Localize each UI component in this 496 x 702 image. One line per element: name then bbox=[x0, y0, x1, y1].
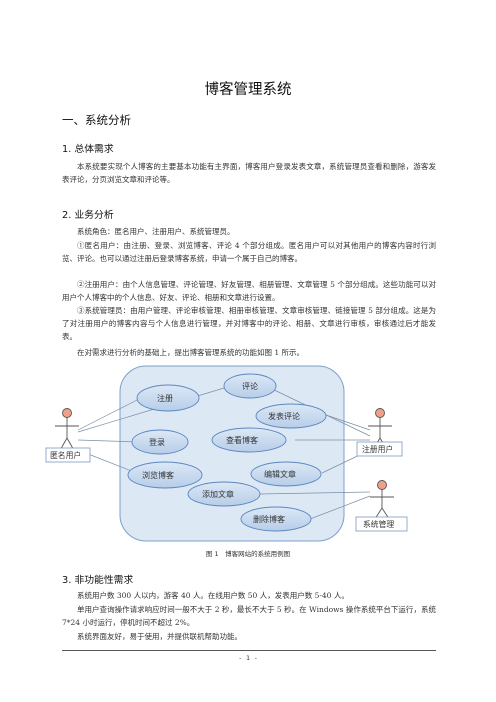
system-boundary bbox=[119, 365, 345, 542]
use-case-add-article: 添加文章 bbox=[187, 481, 261, 507]
paragraph-users: 系统用户数 300 人以内，游客 40 人。在线用户数 50 人，发表用户数 5… bbox=[77, 591, 349, 600]
use-case-browse-blog: 浏览博客 bbox=[127, 461, 203, 489]
subheading-business: 2. 业务分析 bbox=[62, 210, 114, 221]
use-case-delete-blog-label: 删除博客 bbox=[253, 514, 285, 524]
use-case-post-comment: 发表评论 bbox=[255, 403, 327, 429]
use-case-add-article-label: 添加文章 bbox=[202, 489, 234, 499]
actor-admin-label: 系统管理 bbox=[363, 519, 394, 529]
actor-registered-label-box bbox=[356, 441, 403, 457]
paragraph-admin: ③系统管理员：由用户管理、评论审核管理、相册审核管理、文章审核管理、链接管理 5… bbox=[62, 306, 436, 341]
actor-anonymous-label: 匿名用户 bbox=[50, 450, 81, 460]
use-case-edit-article-label: 编辑文章 bbox=[264, 469, 296, 479]
use-case-delete-blog: 删除博客 bbox=[240, 506, 312, 532]
use-case-comment: 评论 bbox=[223, 373, 277, 399]
actor-admin-icon bbox=[370, 480, 394, 523]
association-lines bbox=[77, 384, 371, 520]
actor-anonymous-icon bbox=[55, 408, 79, 455]
use-case-browse-blog-label: 浏览博客 bbox=[142, 470, 174, 480]
paragraph-response: 单用户查询操作请求响应时间一般不大于 2 秒，最长不大于 5 秒。在 Windo… bbox=[62, 605, 436, 627]
actor-registered-icon bbox=[368, 408, 392, 454]
paragraph-overall: 本系统要实现个人博客的主要基本功能有主界面，博客用户登录发表文章，系统管理员查看… bbox=[62, 162, 436, 184]
page-number: - 1 - bbox=[238, 654, 258, 662]
use-case-view-blog: 查看博客 bbox=[211, 427, 287, 453]
use-case-view-blog-label: 查看博客 bbox=[226, 435, 258, 445]
actor-registered-label: 注册用户 bbox=[362, 444, 393, 454]
subheading-overall: 1. 总体需求 bbox=[62, 144, 114, 155]
use-case-edit-article: 编辑文章 bbox=[250, 461, 322, 487]
use-case-register-label: 注册 bbox=[157, 393, 173, 403]
paragraph-roles: 系统角色：匿名用户、注册用户、系统管理员。 bbox=[77, 227, 235, 236]
use-case-comment-label: 评论 bbox=[242, 381, 258, 391]
figure-caption: 图 1 博客网站的系统用例图 bbox=[205, 550, 291, 558]
actor-admin-label-box bbox=[355, 516, 408, 532]
paragraph-figure-intro: 在对需求进行分析的基础上，提出博客管理系统的功能如图 1 所示。 bbox=[77, 348, 305, 357]
subheading-nonfunctional: 3. 非功能性需求 bbox=[62, 575, 134, 586]
footer-divider bbox=[62, 650, 436, 651]
use-case-login-label: 登录 bbox=[149, 437, 165, 447]
actor-anonymous-label-box bbox=[45, 447, 91, 463]
paragraph-anonymous: ①匿名用户：由注册、登录、浏览博客、评论 4 个部分组成。匿名用户可以对其他用户… bbox=[62, 241, 436, 263]
page-title: 博客管理系统 bbox=[204, 82, 292, 98]
paragraph-ui: 系统界面友好，易于使用，并提供联机帮助功能。 bbox=[77, 632, 242, 641]
paragraph-registered: ②注册用户：由个人信息管理、评论管理、好友管理、相册管理、文章管理 5 个部分组… bbox=[62, 280, 436, 302]
section-heading-analysis: 一、系统分析 bbox=[62, 113, 131, 127]
use-case-login: 登录 bbox=[131, 429, 189, 455]
use-case-post-comment-label: 发表评论 bbox=[268, 411, 300, 421]
use-case-register: 注册 bbox=[136, 384, 200, 412]
